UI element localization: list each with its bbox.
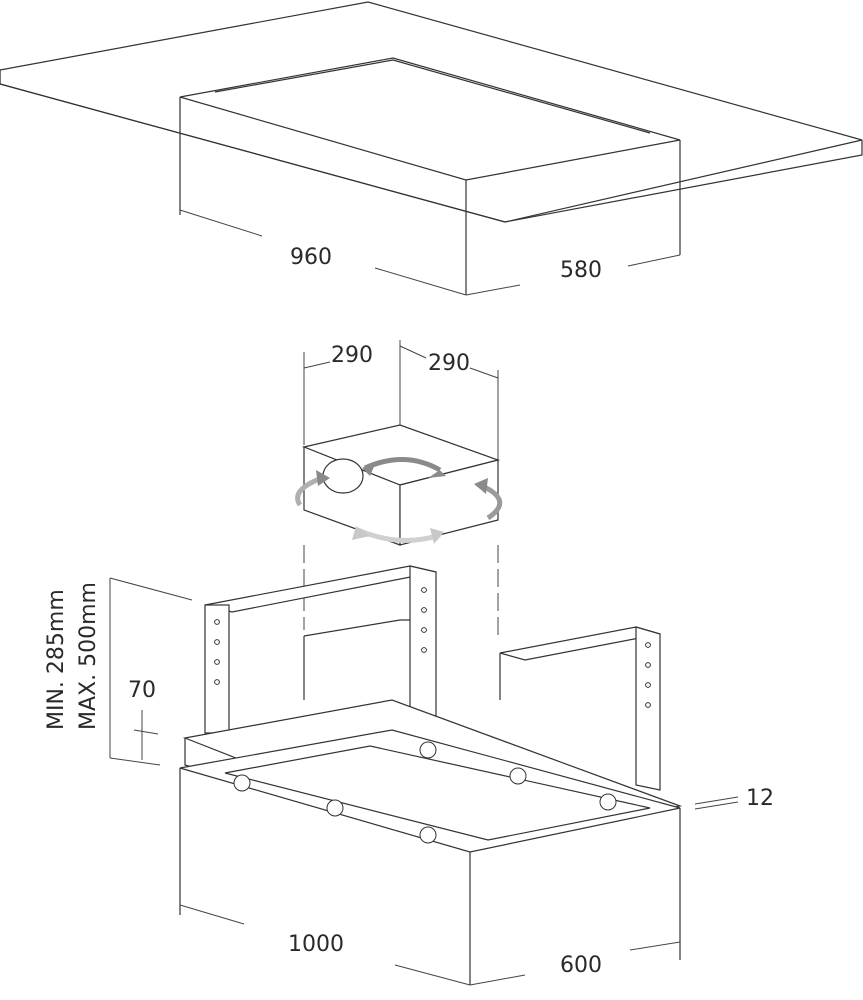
dim-12: 12 <box>746 786 774 811</box>
dim-1000: 1000 <box>288 932 344 957</box>
motor-box-drawing <box>295 340 503 640</box>
dim-290-left: 290 <box>331 343 373 368</box>
dim-600: 600 <box>560 953 602 978</box>
dim-960: 960 <box>290 245 332 270</box>
ceiling-cutout-drawing <box>0 1 863 296</box>
dim-580: 580 <box>560 258 602 283</box>
dim-min-height: MIN. 285mm <box>44 589 69 730</box>
rotation-arrow-icon <box>428 459 446 478</box>
hood-drawing <box>109 565 739 986</box>
dim-290-right: 290 <box>428 351 470 376</box>
dim-max-height: MAX. 500mm <box>76 582 101 730</box>
dim-70: 70 <box>128 678 156 703</box>
